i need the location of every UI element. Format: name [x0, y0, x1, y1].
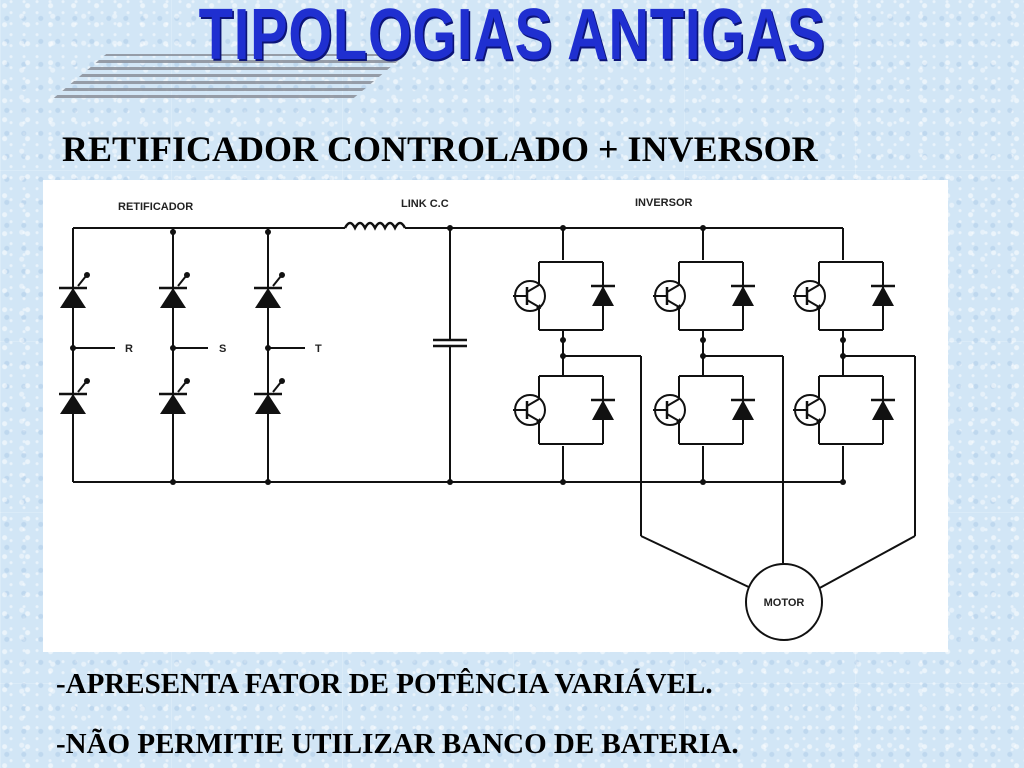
slide-subtitle: RETIFICADOR CONTROLADO + INVERSOR [62, 129, 818, 169]
motor-circle [745, 563, 823, 641]
label-retificador: RETIFICADOR [118, 201, 193, 213]
label-phase-s: S [219, 343, 226, 355]
slide-title: TIPOLOGIAS ANTIGAS [198, 0, 826, 75]
label-phase-r: R [125, 343, 133, 355]
bullet-battery-bank: -NÃO PERMITIE UTILIZAR BANCO DE BATERIA. [56, 728, 739, 760]
label-phase-t: T [315, 343, 322, 355]
circuit-svg: RETIFICADOR LINK C.C INVERSOR R S T MOTO… [57, 197, 916, 641]
title-area: TIPOLOGIAS ANTIGAS [0, 0, 1024, 110]
label-motor: MOTOR [764, 597, 805, 609]
circuit-diagram: RETIFICADOR LINK C.C INVERSOR R S T MOTO… [43, 180, 948, 652]
label-link-cc: LINK C.C [401, 198, 449, 210]
bullet-power-factor: -APRESENTA FATOR DE POTÊNCIA VARIÁVEL. [56, 668, 713, 700]
label-inversor: INVERSOR [635, 197, 693, 209]
